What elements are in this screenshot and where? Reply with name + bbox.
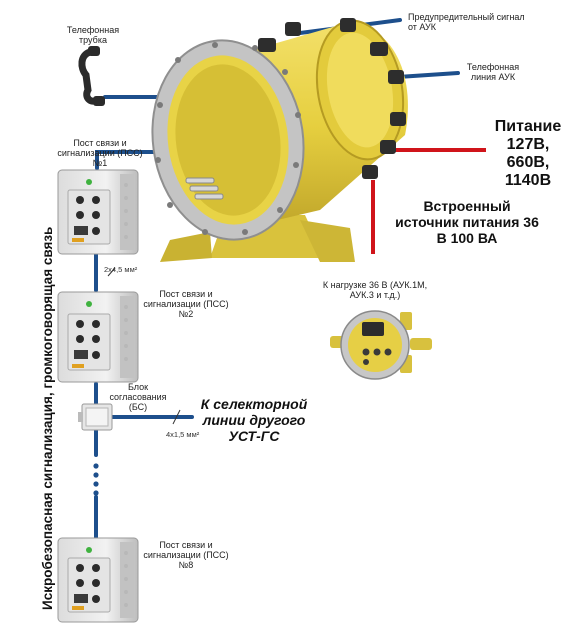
label-builtin-power: Встроенный источник питания 36 В 100 ВА: [395, 198, 539, 246]
label-pss8: Пост связи и сигнализации (ПСС) №8: [143, 540, 229, 570]
pss2-box: [57, 291, 139, 383]
ellipsis-dots: [93, 463, 99, 496]
label-load: К нагрузке 36 В (АУК.1М, АУК.3 и т.д.): [322, 280, 428, 300]
pss1-box: [57, 169, 139, 255]
label-pss2: Пост связи и сигнализации (ПСС) №2: [143, 289, 229, 319]
line-phone-line: [396, 71, 460, 79]
label-warning-signal: Предупредительный сигнал от АУК: [408, 12, 525, 32]
load-device: [330, 310, 432, 380]
label-phone-line: Телефонная линия АУК: [466, 62, 520, 82]
red-power-lines: [371, 148, 486, 254]
label-cable2: 4х1,5 мм²: [166, 430, 200, 439]
line-pss1: [95, 150, 158, 170]
main-unit-cylinder: [151, 18, 408, 262]
blue-connection-lines: [94, 18, 460, 540]
pss8-box: [57, 537, 139, 623]
label-bs: Блок согласования (БС): [109, 382, 167, 412]
cable-tick-2: [172, 409, 181, 425]
label-handset: Телефонная трубка: [66, 25, 120, 45]
bs-block: [78, 403, 113, 431]
label-vertical: Искробезопасная сигнализация, громкогово…: [40, 226, 55, 610]
label-pss1: Пост связи и сигнализации (ПСС) №1: [57, 138, 143, 168]
cable-tick-1: [107, 267, 116, 277]
label-cable1: 2х4,5 мм²: [104, 265, 138, 274]
label-selector: К селекторной линии другого УСТ-ГС: [200, 396, 308, 444]
telephone-handset-icon: [78, 46, 105, 106]
label-power: Питание 127В, 660В, 1140В: [494, 118, 562, 189]
